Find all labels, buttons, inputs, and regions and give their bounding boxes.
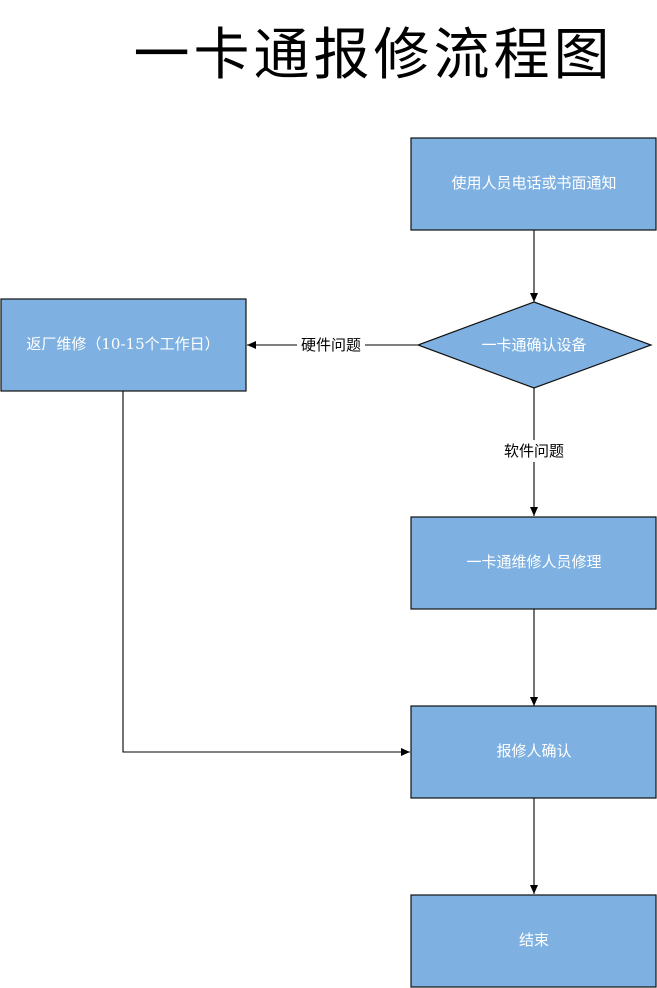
node-return-factory-label: 返厂维修（10-15个工作日）: [26, 335, 219, 353]
hardware-label-bg: [297, 334, 365, 356]
node-confirm-device-label: 一卡通确认设备: [481, 336, 586, 354]
software-label-bg: [499, 440, 569, 462]
node-reporter-confirm-label: 报修人确认: [496, 742, 571, 760]
node-staff-repair-label: 一卡通维修人员修理: [466, 553, 601, 571]
node-notify: 使用人员电话或书面通知: [410, 137, 657, 231]
node-staff-repair: 一卡通维修人员修理: [410, 516, 657, 610]
edge-label-software: 软件问题: [504, 442, 564, 460]
edge-label-hardware: 硬件问题: [301, 336, 361, 354]
page-title: 一卡通报修流程图: [133, 23, 614, 88]
edge-return-to-confirm: [122, 391, 410, 756]
node-reporter-confirm: 报修人确认: [410, 705, 657, 799]
node-return-factory: 返厂维修（10-15个工作日）: [0, 298, 247, 392]
node-notify-label: 使用人员电话或书面通知: [451, 174, 616, 192]
node-end-label: 结束: [519, 931, 549, 949]
node-confirm-device: 一卡通确认设备: [416, 301, 653, 389]
node-end: 结束: [410, 894, 657, 988]
